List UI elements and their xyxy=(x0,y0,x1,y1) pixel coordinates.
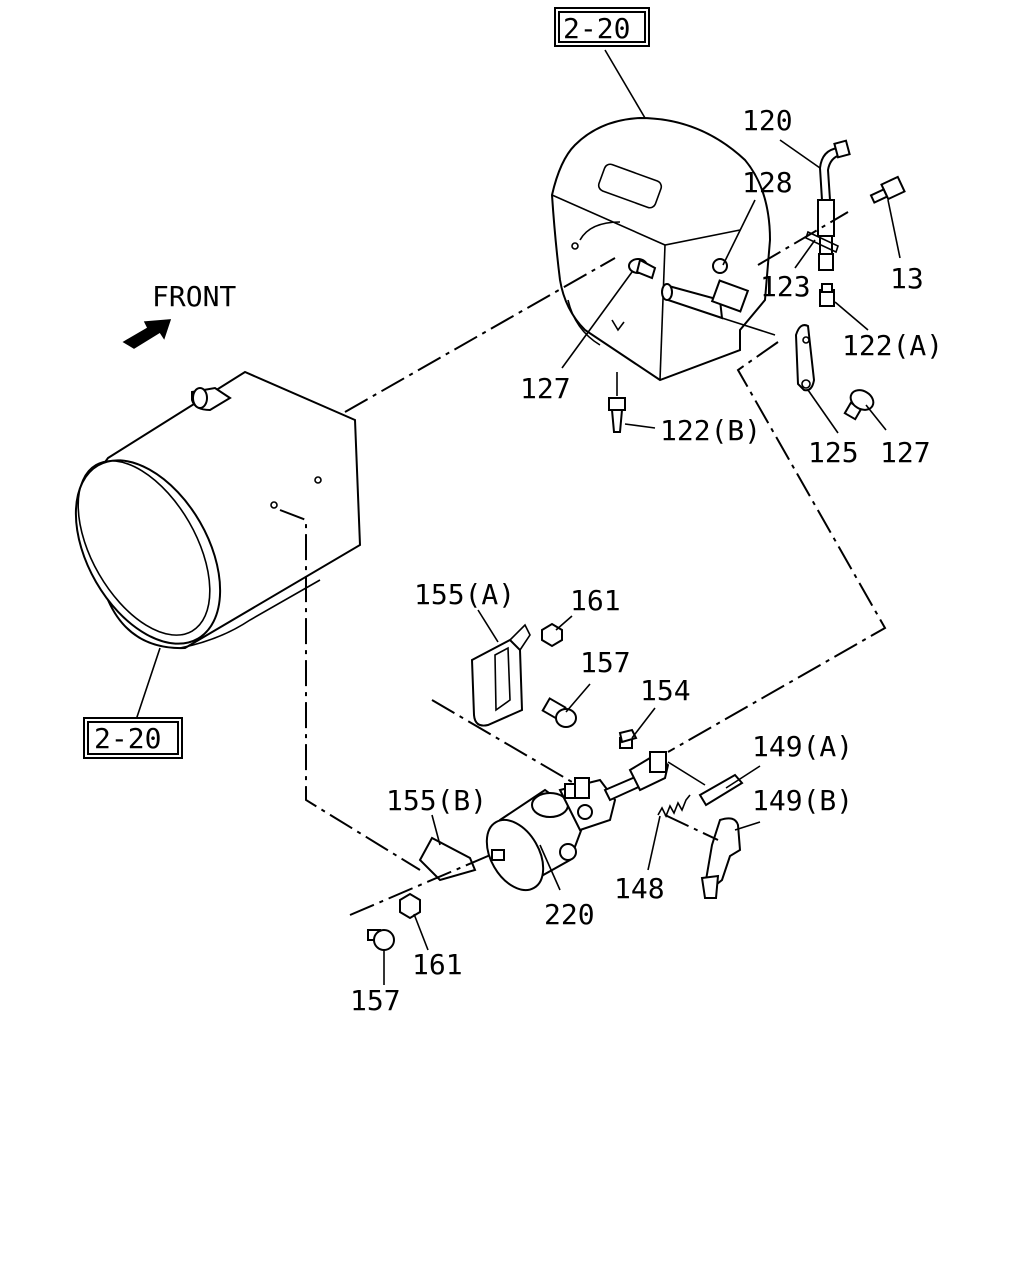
ref-box-top-label: 2-20 xyxy=(563,12,630,45)
booster-220 xyxy=(485,773,645,892)
nut-161-bottom xyxy=(399,892,421,920)
callout-154: 154 xyxy=(640,674,691,707)
callout-149a: 149(A) xyxy=(752,730,853,763)
linkage-lines xyxy=(279,211,887,916)
callouts: 120 128 13 123 122(A) 127 122(B) 125 127… xyxy=(350,104,943,1017)
callout-128: 128 xyxy=(742,166,793,199)
callout-157-top: 157 xyxy=(580,646,631,679)
callout-161-bottom: 161 xyxy=(412,948,463,981)
callout-155a: 155(A) xyxy=(414,578,515,611)
clutch-housing-left xyxy=(74,370,362,650)
bolt-157-bottom xyxy=(367,929,395,951)
ref-box-left: 2-20 xyxy=(83,717,183,759)
callout-125: 125 xyxy=(808,436,859,469)
callout-122a: 122(A) xyxy=(842,329,943,362)
callout-127-left: 127 xyxy=(520,372,571,405)
bleeder-122a xyxy=(819,283,835,307)
lever-125 xyxy=(794,324,816,392)
bracket-155b xyxy=(418,836,477,882)
callout-220: 220 xyxy=(544,898,595,931)
callout-148: 148 xyxy=(614,872,665,905)
callout-120: 120 xyxy=(742,104,793,137)
bolt-154 xyxy=(618,728,638,749)
ref-box-left-label: 2-20 xyxy=(94,722,161,755)
spring-148 xyxy=(657,794,691,818)
bracket-149b xyxy=(700,817,742,899)
bleeder-122b xyxy=(608,372,626,433)
bolt-13 xyxy=(869,175,906,204)
leader-lines xyxy=(135,49,901,985)
callout-123: 123 xyxy=(760,270,811,303)
plate-149a xyxy=(698,773,744,807)
ref-box-top: 2-20 xyxy=(554,7,650,47)
front-label: FRONT xyxy=(152,280,236,313)
release-shaft xyxy=(661,258,776,336)
fitting-127-right xyxy=(843,389,875,421)
callout-149b: 149(B) xyxy=(752,784,853,817)
bracket-155a xyxy=(470,623,531,727)
callout-161-top: 161 xyxy=(570,584,621,617)
callout-13: 13 xyxy=(890,262,924,295)
callout-157-bottom: 157 xyxy=(350,984,401,1017)
fitting-127-left xyxy=(628,258,657,280)
callout-155b: 155(B) xyxy=(386,784,487,817)
front-arrow-icon xyxy=(122,319,172,349)
callout-122b: 122(B) xyxy=(660,414,761,447)
bolt-157-top xyxy=(541,697,577,728)
callout-127-right: 127 xyxy=(880,436,931,469)
push-rod xyxy=(628,751,706,792)
transmission-housing xyxy=(550,116,772,382)
